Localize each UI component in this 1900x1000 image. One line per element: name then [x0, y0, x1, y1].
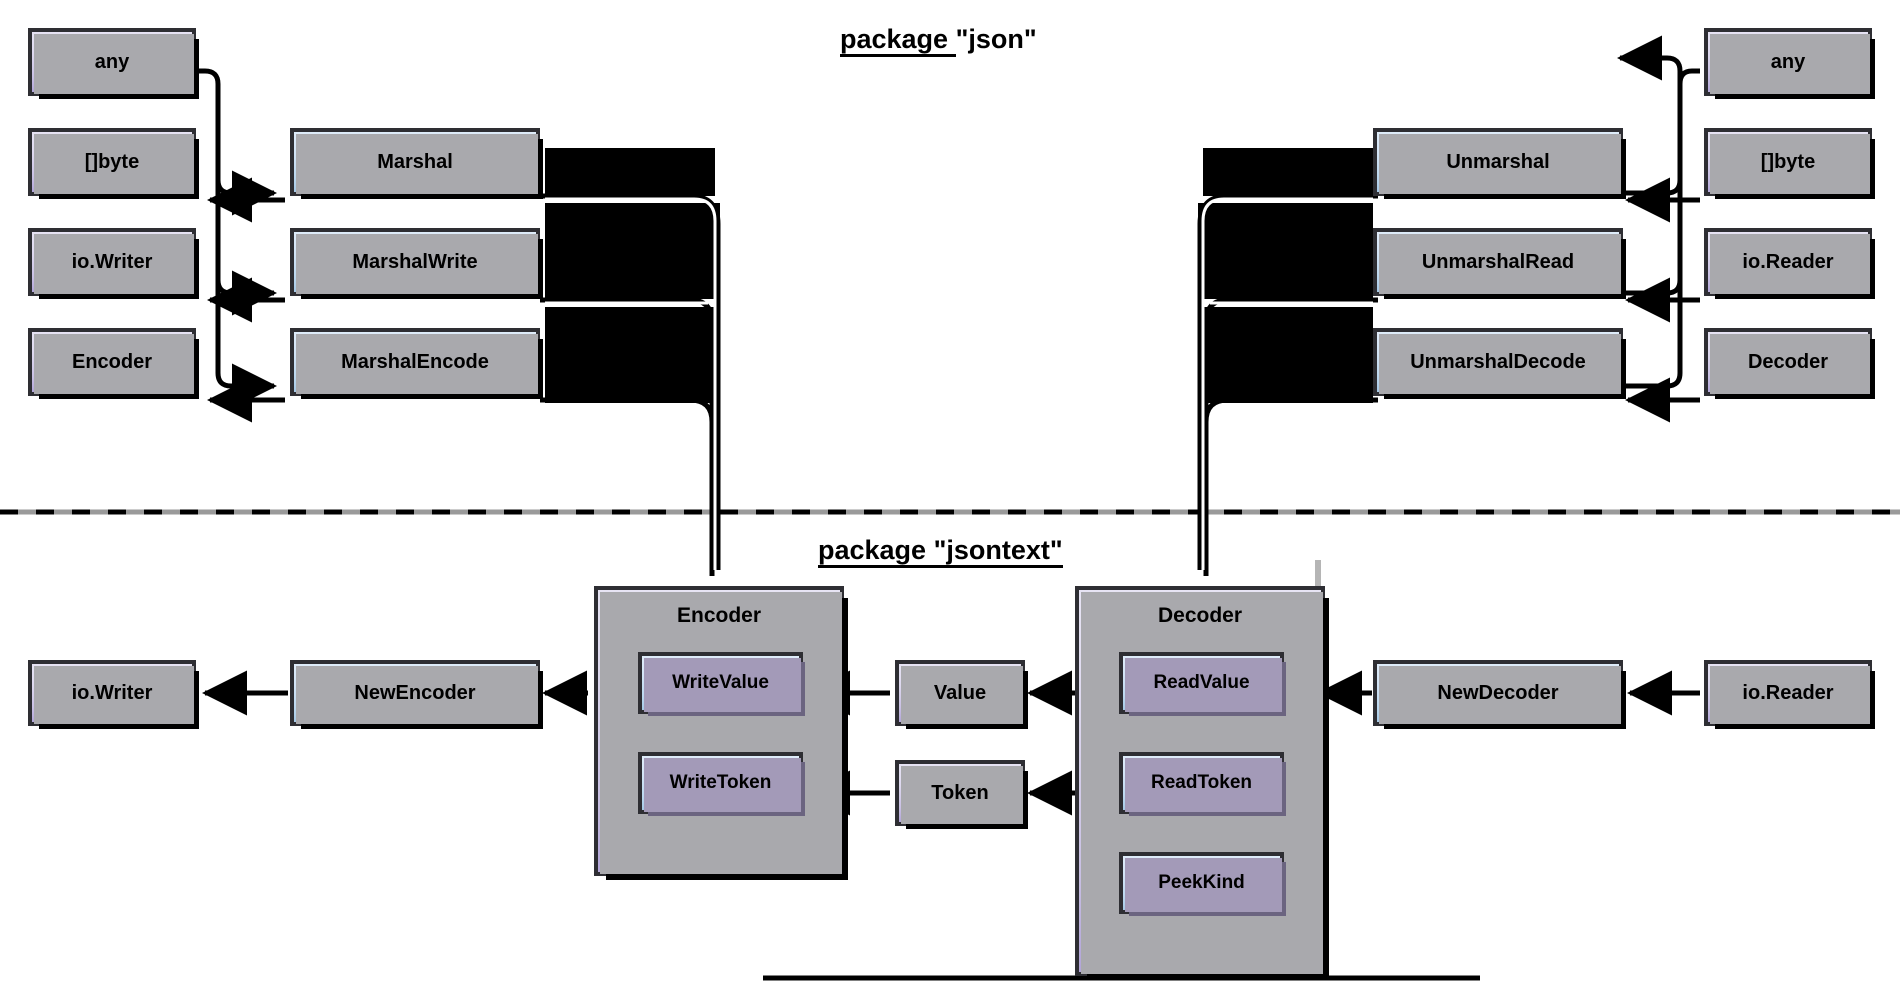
- node-newencoder[interactable]: NewEncoder: [290, 660, 543, 729]
- node-label: []byte: [1760, 150, 1816, 173]
- node-label: MarshalEncode: [341, 350, 489, 373]
- title-package-json: package "json": [840, 24, 1037, 57]
- node-label: any: [1770, 50, 1806, 73]
- cluster-encoder[interactable]: Encoder WriteValue WriteToken: [594, 586, 848, 880]
- title-name: "jsontext": [933, 535, 1063, 568]
- node-iowriter-bottom[interactable]: io.Writer: [28, 660, 199, 729]
- node-label: NewDecoder: [1437, 681, 1559, 704]
- node-label: MarshalWrite: [352, 250, 478, 273]
- node-value[interactable]: Value: [895, 660, 1028, 729]
- node-label: WriteToken: [669, 772, 772, 793]
- cluster-title: Decoder: [1157, 604, 1243, 627]
- node-encoder-left[interactable]: Encoder: [28, 328, 199, 399]
- node-label: io.Writer: [71, 681, 153, 704]
- node-label: io.Reader: [1742, 250, 1834, 273]
- node-ioreader-right[interactable]: io.Reader: [1704, 228, 1875, 299]
- node-token[interactable]: Token: [895, 760, 1028, 829]
- node-marshalencode[interactable]: MarshalEncode: [290, 328, 543, 399]
- node-newdecoder[interactable]: NewDecoder: [1373, 660, 1626, 729]
- node-label: PeekKind: [1158, 872, 1245, 893]
- title-prefix: package: [818, 535, 934, 568]
- node-label: ReadValue: [1153, 672, 1250, 693]
- node-peekkind[interactable]: PeekKind: [1119, 852, 1286, 916]
- node-label: UnmarshalRead: [1421, 250, 1575, 273]
- node-label: NewEncoder: [354, 681, 476, 704]
- node-writetoken[interactable]: WriteToken: [638, 752, 805, 816]
- node-label: Value: [933, 681, 987, 704]
- cluster-title: Encoder: [676, 604, 762, 627]
- title-package-jsontext: package "jsontext": [818, 535, 1063, 568]
- node-unmarshaldecode[interactable]: UnmarshalDecode: [1373, 328, 1626, 399]
- node-readvalue[interactable]: ReadValue: [1119, 652, 1286, 716]
- node-iowriter-left[interactable]: io.Writer: [28, 228, 199, 299]
- node-writevalue[interactable]: WriteValue: [638, 652, 805, 716]
- node-unmarshalread[interactable]: UnmarshalRead: [1373, 228, 1626, 299]
- node-label: []byte: [84, 150, 140, 173]
- node-label: io.Writer: [71, 250, 153, 273]
- cluster-decoder[interactable]: Decoder ReadValue ReadToken PeekKind: [1075, 586, 1329, 980]
- node-bytes-left[interactable]: []byte: [28, 128, 199, 199]
- node-readtoken[interactable]: ReadToken: [1119, 752, 1286, 816]
- node-ioreader-bottom[interactable]: io.Reader: [1704, 660, 1875, 729]
- node-label: io.Reader: [1742, 681, 1834, 704]
- node-label: Marshal: [377, 150, 453, 173]
- title-prefix: package: [840, 24, 956, 57]
- node-label: Encoder: [71, 350, 153, 373]
- node-any-left[interactable]: any: [28, 28, 199, 99]
- node-label: ReadToken: [1150, 772, 1252, 793]
- node-decoder-right[interactable]: Decoder: [1704, 328, 1875, 399]
- node-unmarshal[interactable]: Unmarshal: [1373, 128, 1626, 199]
- title-name: "json": [955, 24, 1037, 54]
- node-label: UnmarshalDecode: [1410, 350, 1586, 373]
- node-marshal[interactable]: Marshal: [290, 128, 543, 199]
- node-any-right[interactable]: any: [1704, 28, 1875, 99]
- node-label: any: [94, 50, 130, 73]
- node-bytes-right[interactable]: []byte: [1704, 128, 1875, 199]
- node-label: Decoder: [1747, 350, 1829, 373]
- node-label: WriteValue: [672, 672, 769, 693]
- node-label: Unmarshal: [1446, 150, 1550, 173]
- node-marshalwrite[interactable]: MarshalWrite: [290, 228, 543, 299]
- node-label: Token: [931, 781, 989, 804]
